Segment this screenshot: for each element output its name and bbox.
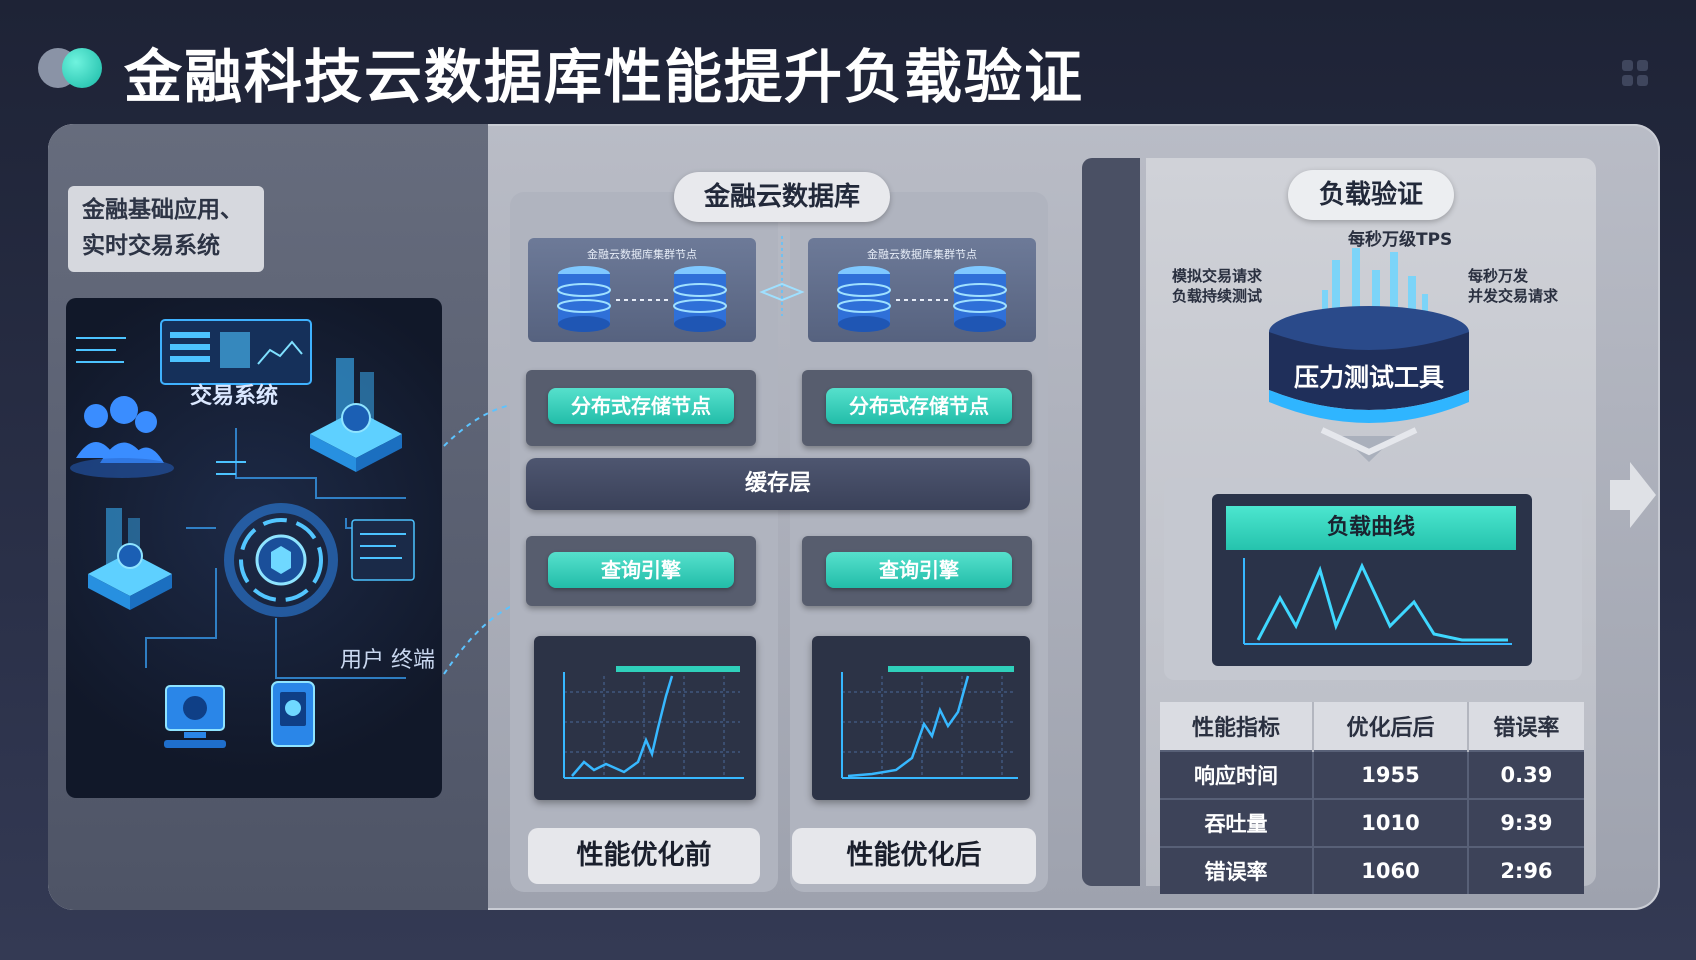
db-cluster-caption: 金融云数据库集群节点 bbox=[867, 248, 977, 261]
load-validation-title: 负载验证 bbox=[1288, 170, 1454, 220]
table-header-row: 性能指标 优化后后 错误率 bbox=[1160, 702, 1584, 751]
before-chart-graphic bbox=[563, 666, 744, 779]
column-header: 性能指标 bbox=[1160, 702, 1315, 751]
query-engine-label: 查询引擎 bbox=[826, 552, 1012, 588]
validation-panel-edge bbox=[1082, 158, 1140, 886]
metric-name: 错误率 bbox=[1160, 846, 1315, 894]
table-row: 错误率 1060 2:96 bbox=[1160, 846, 1584, 894]
database-title: 金融云数据库 bbox=[674, 172, 890, 222]
metric-value: 9:39 bbox=[1467, 798, 1584, 847]
cache-layer: 缓存层 bbox=[526, 458, 1030, 510]
stress-test-tool-label: 压力测试工具 bbox=[1293, 363, 1444, 392]
storage-node-box-right: 分布式存储节点 bbox=[802, 370, 1032, 446]
database-icons bbox=[557, 265, 727, 333]
trading-system-label: 交易系统 bbox=[190, 384, 279, 409]
storage-node-box-left: 分布式存储节点 bbox=[526, 370, 756, 446]
after-performance-chart bbox=[812, 636, 1030, 800]
application-label: 金融基础应用、 实时交易系统 bbox=[68, 186, 264, 272]
before-optimization-label: 性能优化前 bbox=[528, 828, 760, 884]
left-annotation: 模拟交易请求 负载持续测试 bbox=[1172, 266, 1262, 306]
query-engine-label: 查询引擎 bbox=[548, 552, 734, 588]
metric-name: 吞吐量 bbox=[1160, 798, 1315, 847]
before-performance-chart bbox=[534, 636, 756, 800]
stress-test-tool-graphic bbox=[1269, 248, 1469, 462]
metric-value: 2:96 bbox=[1467, 846, 1584, 894]
application-label-line-1: 金融基础应用、 bbox=[82, 197, 243, 223]
tps-label: 每秒万级TPS bbox=[1348, 230, 1453, 250]
storage-node-label: 分布式存储节点 bbox=[826, 388, 1012, 424]
table-row: 吞吐量 1010 9:39 bbox=[1160, 798, 1584, 847]
db-cluster-left: 金融云数据库集群节点 bbox=[528, 238, 756, 342]
metric-name: 响应时间 bbox=[1160, 750, 1315, 799]
grid-menu-icon[interactable] bbox=[1622, 60, 1648, 86]
table-row: 响应时间 1955 0.39 bbox=[1160, 750, 1584, 799]
query-engine-box-left: 查询引擎 bbox=[526, 536, 756, 606]
cluster-link-icon bbox=[759, 236, 805, 316]
after-chart-graphic bbox=[841, 666, 1018, 779]
flow-arrow-icon bbox=[1610, 462, 1656, 528]
query-engine-box-right: 查询引擎 bbox=[802, 536, 1032, 606]
right-annotation: 每秒万发 并发交易请求 bbox=[1468, 266, 1558, 306]
right-annotation-line-1: 每秒万发 bbox=[1468, 267, 1529, 285]
metrics-table: 性能指标 优化后后 错误率 响应时间 1955 0.39 吞吐量 1010 9:… bbox=[1160, 702, 1584, 894]
metric-value: 1060 bbox=[1313, 846, 1469, 894]
after-optimization-label: 性能优化后 bbox=[792, 828, 1036, 884]
db-cluster-right: 金融云数据库集群节点 bbox=[808, 238, 1036, 342]
metric-value: 1955 bbox=[1313, 750, 1469, 799]
header-logo bbox=[38, 46, 104, 90]
metric-value: 0.39 bbox=[1467, 750, 1584, 799]
column-header: 优化后后 bbox=[1313, 702, 1469, 751]
left-annotation-line-2: 负载持续测试 bbox=[1172, 287, 1263, 305]
page-title: 金融科技云数据库性能提升负载验证 bbox=[124, 43, 1085, 111]
right-annotation-line-2: 并发交易请求 bbox=[1468, 287, 1559, 305]
column-header: 错误率 bbox=[1467, 702, 1584, 751]
metric-value: 1010 bbox=[1313, 798, 1469, 847]
application-label-line-2: 实时交易系统 bbox=[82, 233, 220, 259]
load-curve-graphic bbox=[1243, 558, 1512, 645]
trading-system-scene: 交易系统 用户 终端 bbox=[66, 298, 442, 798]
database-icons bbox=[837, 265, 1007, 333]
user-terminal-label: 用户 终端 bbox=[340, 648, 435, 673]
left-annotation-line-1: 模拟交易请求 bbox=[1172, 267, 1263, 285]
scene-connector-lines bbox=[443, 403, 517, 675]
load-curve-title: 负载曲线 bbox=[1226, 506, 1516, 550]
storage-node-label: 分布式存储节点 bbox=[548, 388, 734, 424]
db-cluster-caption: 金融云数据库集群节点 bbox=[587, 248, 697, 261]
